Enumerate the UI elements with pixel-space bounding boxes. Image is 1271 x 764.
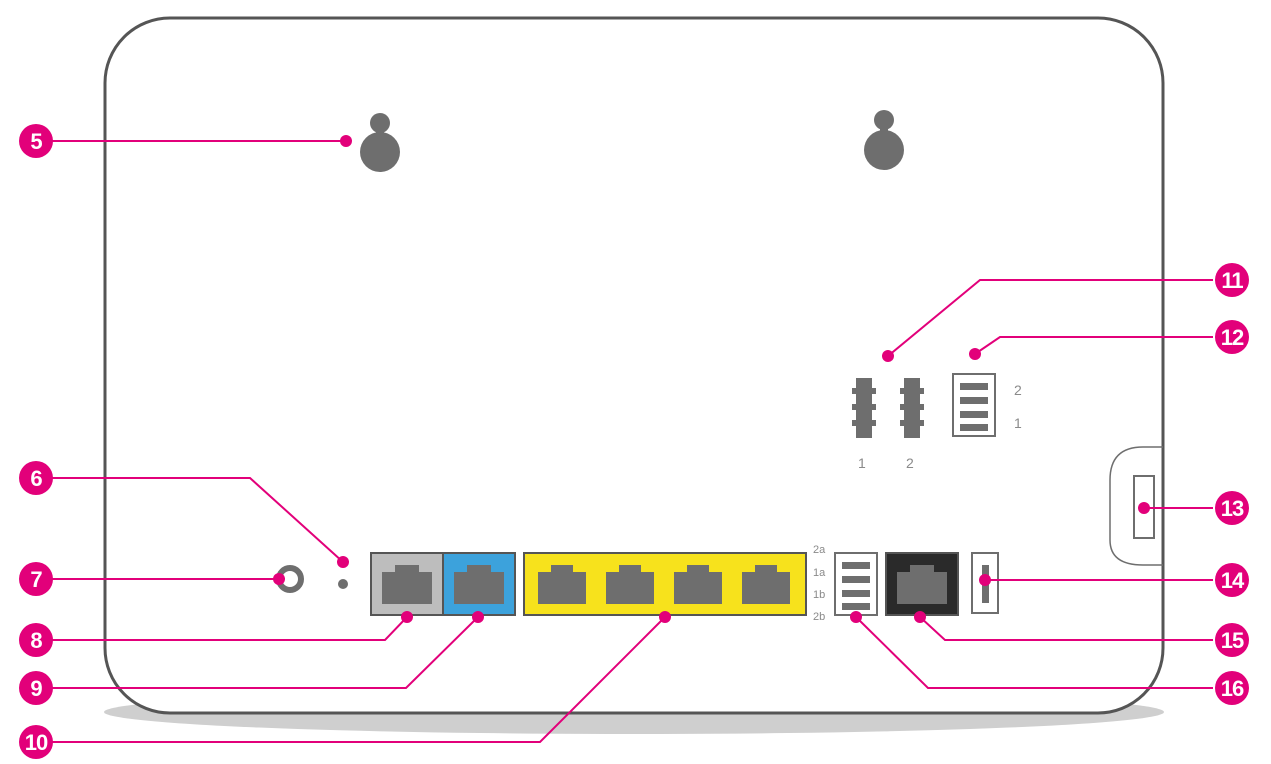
callout-leader-lines [40, 140, 1213, 743]
keyhole-mount-icon [864, 110, 904, 170]
svg-text:8: 8 [30, 628, 42, 653]
callout-10: 10 [19, 725, 53, 759]
callout-15: 15 [1215, 623, 1249, 657]
usb-port-icon [952, 373, 996, 437]
svg-text:7: 7 [30, 567, 42, 592]
callout-6: 6 [19, 461, 53, 495]
keyhole-mount-icon [360, 113, 400, 172]
svg-text:12: 12 [1221, 325, 1244, 350]
black-port [885, 552, 959, 616]
ethernet-port-icon [454, 565, 504, 604]
ethernet-port-icon [897, 565, 947, 604]
svg-text:16: 16 [1221, 676, 1244, 701]
usb-label-1: 1 [1014, 415, 1022, 431]
side-panel-recess [1109, 446, 1163, 566]
tae-connector-icon [852, 378, 876, 438]
svg-text:10: 10 [25, 730, 48, 755]
lan-ports [523, 552, 807, 616]
ethernet-port-icon [742, 565, 790, 604]
callout-8: 8 [19, 623, 53, 657]
callout-13: 13 [1215, 491, 1249, 525]
tae-label-1: 1 [858, 455, 866, 471]
dsl-port [370, 552, 444, 616]
svg-text:6: 6 [30, 466, 42, 491]
tae-connector-icon [900, 378, 924, 438]
port-label-1a: 1a [813, 567, 826, 579]
callout-11: 11 [1215, 263, 1249, 297]
callout-dots [273, 135, 1150, 623]
tae-label-2: 2 [906, 455, 914, 471]
callout-9: 9 [19, 671, 53, 705]
svg-text:9: 9 [30, 676, 42, 701]
device-body [103, 16, 1165, 715]
callout-12: 12 [1215, 320, 1249, 354]
ethernet-port-icon [606, 565, 654, 604]
svg-text:14: 14 [1221, 568, 1245, 593]
port-label-2b: 2b [813, 611, 825, 623]
svg-text:13: 13 [1221, 496, 1244, 521]
port-label-1b: 1b [813, 589, 825, 601]
svg-text:15: 15 [1221, 628, 1244, 653]
ethernet-port-icon [382, 565, 432, 604]
callout-5: 5 [19, 124, 53, 158]
callout-16: 16 [1215, 671, 1249, 705]
phone-port-stack [834, 552, 878, 616]
ethernet-port-icon [538, 565, 586, 604]
reset-pinhole-icon [338, 579, 348, 589]
wan-port [442, 552, 516, 616]
port-label-2a: 2a [813, 544, 826, 556]
ethernet-port-icon [674, 565, 722, 604]
svg-text:5: 5 [30, 129, 42, 154]
usb-label-2: 2 [1014, 382, 1022, 398]
callout-14: 14 [1215, 563, 1249, 597]
svg-text:11: 11 [1221, 268, 1243, 293]
callout-7: 7 [19, 562, 53, 596]
